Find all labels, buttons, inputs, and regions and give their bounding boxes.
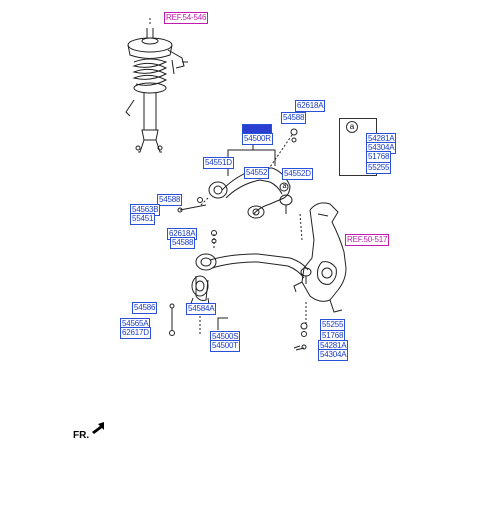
strut-assembly [125, 18, 188, 153]
front-direction-arrow [92, 422, 104, 434]
part-label-54584a[interactable]: 54584A [186, 303, 217, 315]
front-direction-label: FR. [73, 430, 90, 441]
detail-item-55255[interactable]: 55255 [366, 162, 392, 174]
part-label-62618a-top[interactable]: 62618A [295, 100, 326, 112]
part-label-62617d[interactable]: 62617D [120, 327, 151, 339]
part-label-54500t[interactable]: 54500T [210, 340, 240, 352]
part-label-54588-mid[interactable]: 54588 [170, 237, 196, 249]
detail-box-marker: a [346, 121, 358, 133]
part-label-54588-top[interactable]: 54588 [281, 112, 307, 124]
steering-knuckle [293, 202, 347, 326]
ref-label-strut[interactable]: REF.54-546 [164, 12, 209, 24]
callout-circle [279, 182, 289, 192]
part-label-54588-left[interactable]: 54588 [157, 194, 183, 206]
part-label-54304a-low[interactable]: 54304A [318, 349, 349, 361]
upper-arm-assembly [177, 128, 298, 219]
part-label-54586[interactable]: 54586 [132, 302, 158, 314]
part-label-54552[interactable]: 54552 [244, 167, 270, 179]
callout-marker: a [282, 183, 287, 190]
part-label-54551d[interactable]: 54551D [203, 157, 234, 169]
part-label-54500r[interactable]: 54500R [242, 133, 273, 145]
part-label-55451[interactable]: 55451 [130, 213, 156, 225]
ref-label-knuckle[interactable]: REF.50-517 [345, 234, 390, 246]
lower-fasteners [293, 322, 308, 351]
part-label-54552d[interactable]: 54552D [282, 168, 313, 180]
